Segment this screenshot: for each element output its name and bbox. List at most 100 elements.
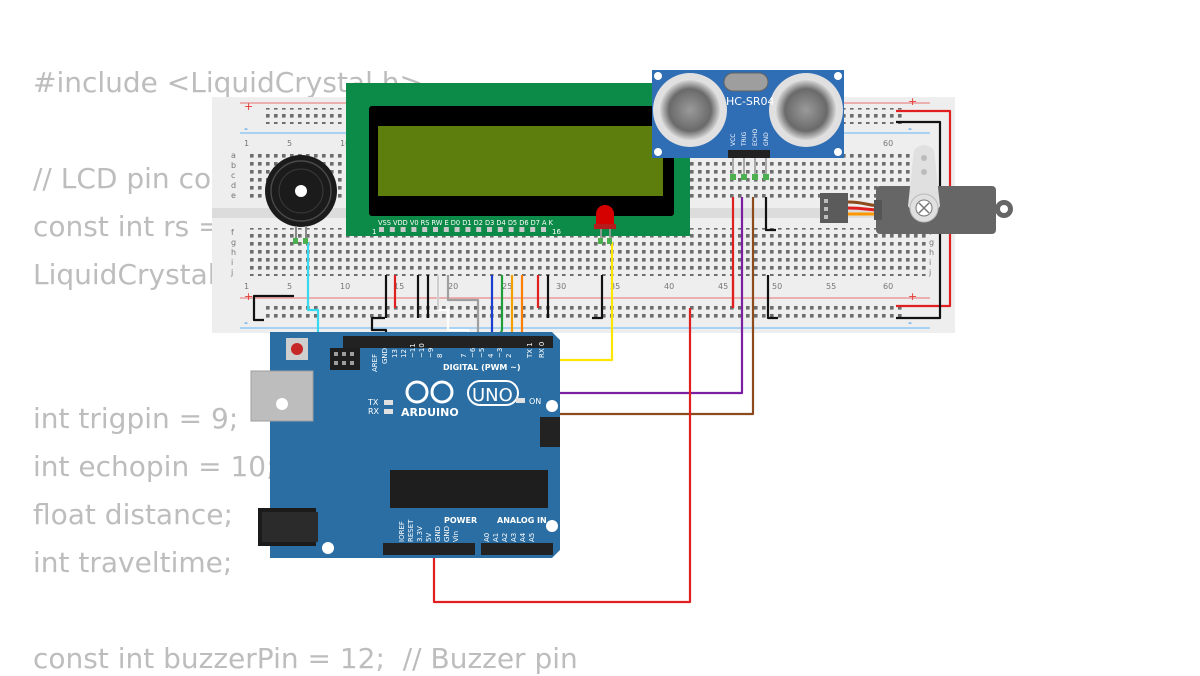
sensor-pin-label: VCC [730,134,737,146]
bb-rail-minus: - [908,122,912,135]
digital-pin-label: ~11 [409,343,417,358]
bb-col-number: 25 [502,282,512,291]
lcd-pin [476,227,482,232]
lcd-pin [541,227,546,232]
bb-col-number: 1 [244,282,249,291]
analog-pin-label: A1 [492,533,500,542]
analog-pin-label: A4 [519,532,527,542]
arduino-brand: ARDUINO [401,406,459,419]
gnd-label: GND [381,348,389,364]
bb-rail-plus: + [244,100,253,113]
sensor-name: HC-SR04 [726,95,775,108]
wire-gnd-left [252,294,294,322]
lcd-pin [443,227,449,232]
bb-col-number: 50 [772,282,782,291]
lcd-pin [465,227,471,232]
on-label: ON [529,397,541,406]
code-line: int traveltime; [33,546,233,579]
power-pin-label: Vin [452,531,460,542]
power-pin-label: IOREF [398,521,406,542]
code-line: const int buzzerPin = 12; // Buzzer pin [33,642,578,675]
digital-pin-label: 7 [460,354,468,358]
digital-pin-label: ~10 [418,343,426,358]
bb-rail-plus: + [244,290,253,303]
bb-rail-minus: - [244,122,248,135]
digital-pin-label: ~3 [496,348,504,358]
analog-label: ANALOG IN [497,516,547,525]
bb-col-number: 60 [883,139,893,148]
digital-pin-label: ~5 [478,348,486,358]
lcd-pin [530,227,536,232]
digital-label: DIGITAL (PWM ~) [443,363,521,372]
code-line: float distance; [33,498,233,531]
wire-jumper-8 [766,275,778,320]
lcd-pin [487,227,492,232]
bb-col-number: 5 [287,139,292,148]
lcd-pin [433,227,438,232]
digital-pin-label: RX 0 [538,342,546,358]
digital-pin-label: 8 [436,354,444,358]
lcd-pin [389,227,395,232]
digital-pin-label: ~6 [469,347,477,358]
power-pin-label: GND [434,526,442,542]
digital-pin-label: 2 [505,354,513,358]
bb-row-letter: g [231,238,236,247]
bb-row-letter: d [231,181,236,190]
sensor-pin-label: TRIG [741,131,748,147]
bb-rail-minus: - [908,316,912,329]
code-line: int echopin = 10; [33,450,276,483]
bb-col-number: 60 [883,282,893,291]
bb-col-number: 40 [664,282,674,291]
bb-row-letter: g [929,238,934,247]
lcd-pin [400,227,406,232]
bb-rail-minus: - [244,316,248,329]
digital-pin-label: ~9 [427,348,435,358]
digital-pin-label: 13 [391,349,399,358]
bb-row-letter: a [231,151,236,160]
buzzer-icon [265,155,337,244]
wire-servo-black [764,197,776,232]
lcd-pin [454,227,460,232]
lcd-pin [411,227,417,232]
power-pin-label: GND [443,526,451,542]
lcd-pin [422,227,428,232]
bb-row-letter: b [231,161,236,170]
arduino-board-icon: UNO ARDUINO DIGITAL (PWM ~) POWER ANALOG… [250,332,560,558]
bb-row-letter: h [231,248,236,257]
wire-en [446,275,480,340]
bb-col-number: 55 [826,282,836,291]
servo-icon [820,145,1013,234]
bb-row-letter: f [231,228,234,237]
analog-pin-label: A2 [501,533,509,542]
circuit-diagram: 1510152025303540455055601510152025303540… [212,70,1013,604]
bb-rail-plus: + [908,95,917,108]
analog-pin-label: A5 [528,533,536,542]
wire-led-gnd [592,275,604,320]
led-icon [594,205,616,244]
bb-col-number: 45 [718,282,728,291]
bb-row-letter: i [929,258,931,267]
bb-row-letter: j [928,268,931,277]
lcd-pin [519,227,525,232]
bb-row-letter: h [929,248,934,257]
bb-row-letter: e [231,191,236,200]
bb-col-number: 1 [244,139,249,148]
lcd-pin-labels: VSS VDD V0 RS RW E D0 D1 D2 D3 D4 D5 D6 … [378,219,553,227]
digital-pin-label: TX 1 [526,342,534,359]
bb-row-letter: j [230,268,233,277]
lcd-pin [379,227,384,232]
rx-label: RX [368,407,380,416]
bb-col-number: 15 [394,282,404,291]
power-label: POWER [444,516,477,525]
code-line: int trigpin = 9; [33,402,239,435]
power-pin-label: 5V [425,533,433,542]
bb-row-letter: c [231,171,235,180]
tx-label: TX [367,398,379,407]
lcd-pin-first: 1 [372,228,376,236]
aref-label: AREF [371,354,379,372]
bb-col-number: 10 [340,139,350,148]
power-pin-label: 3.3V [416,526,424,542]
bb-col-number: 10 [340,282,350,291]
bb-col-number: 30 [556,282,566,291]
